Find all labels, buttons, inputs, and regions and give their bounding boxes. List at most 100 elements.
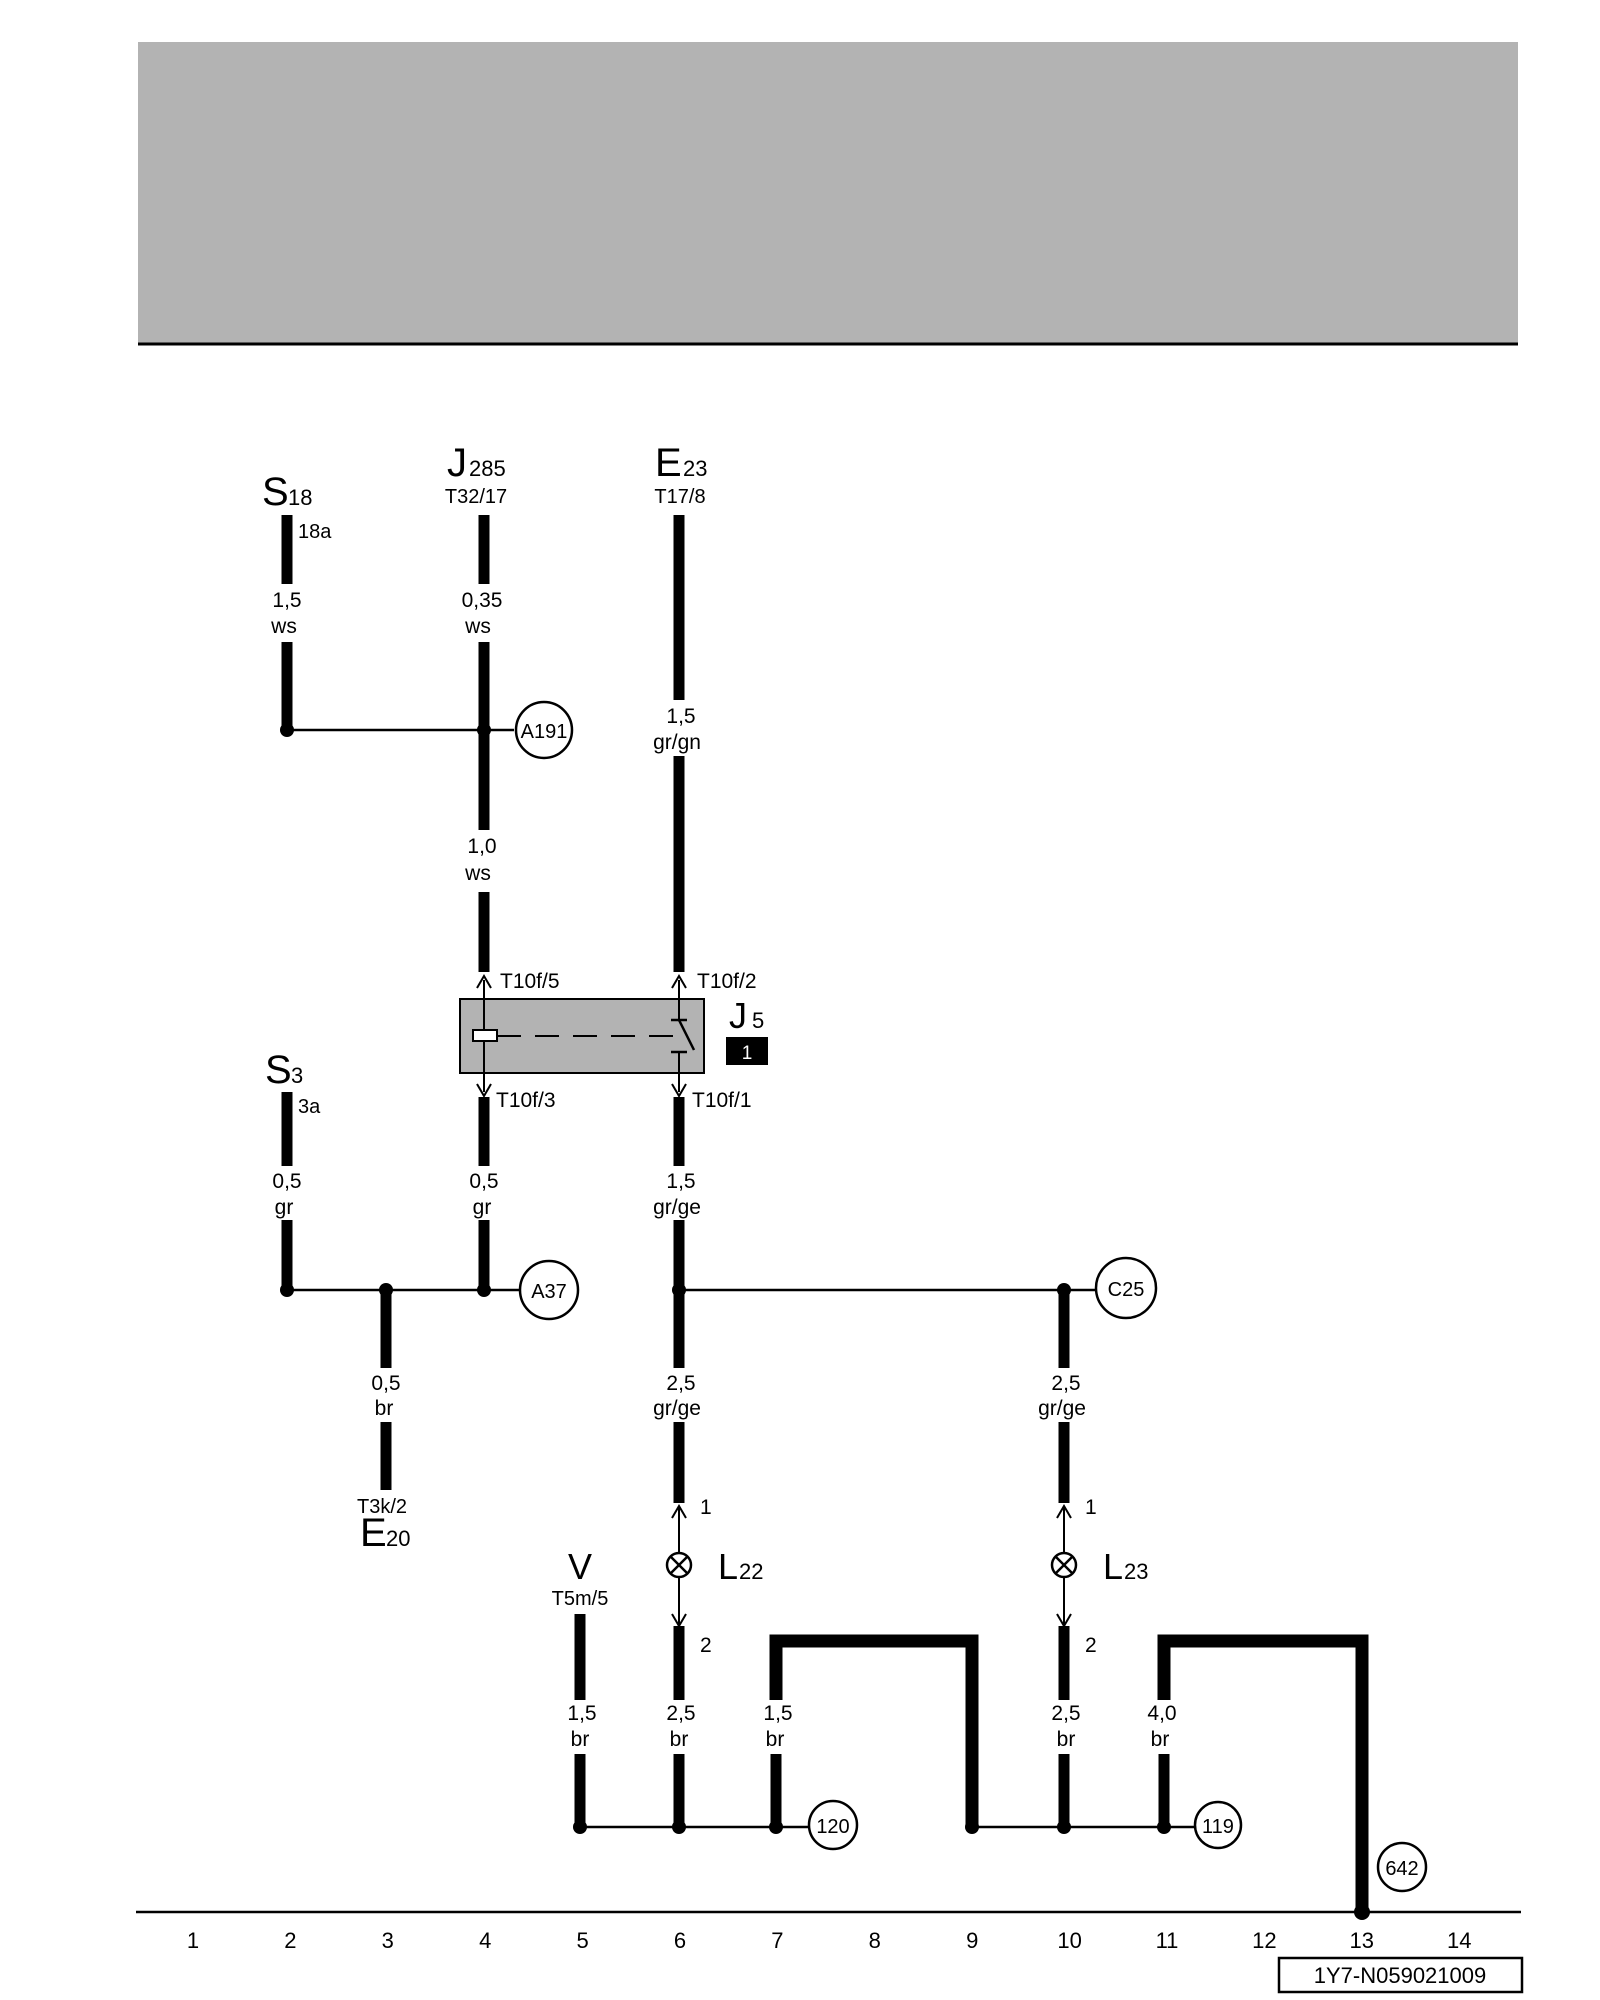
wire-size: 2,5 [1051, 1372, 1080, 1395]
svg-text:T32/17: T32/17 [445, 486, 507, 508]
svg-text:1: 1 [742, 1043, 753, 1064]
grid-number: 12 [1252, 1928, 1276, 1953]
wire-color: ws [270, 615, 297, 638]
component-E23: E 23 T17/8 [654, 441, 707, 508]
svg-text:3a: 3a [298, 1096, 321, 1118]
wire-color: gr/ge [653, 1397, 701, 1420]
wire-color: gr/gn [653, 731, 701, 754]
wire-color: br [1151, 1728, 1170, 1751]
svg-text:T17/8: T17/8 [654, 486, 705, 508]
header-band [138, 42, 1518, 344]
svg-text:S: S [265, 1048, 292, 1092]
svg-text:23: 23 [683, 456, 707, 481]
wire-ground-bridge-7-9 [769, 1634, 979, 1827]
svg-text:V: V [568, 1546, 592, 1587]
grid-number: 5 [576, 1928, 588, 1953]
wire-color: br [1057, 1728, 1076, 1751]
wire-color: br [670, 1728, 689, 1751]
footer-code: 1Y7-N059021009 [1314, 1963, 1486, 1988]
wire-size: 0,35 [462, 589, 503, 612]
wire-size: 1,5 [763, 1702, 792, 1725]
grid-number: 4 [479, 1928, 491, 1953]
svg-text:1: 1 [1085, 1496, 1097, 1519]
splice-dot [280, 723, 294, 737]
pin-label: T10f/1 [692, 1089, 752, 1112]
svg-text:T3k/2: T3k/2 [357, 1496, 407, 1518]
connector-642-label: 642 [1385, 1858, 1418, 1880]
pin-label: T10f/5 [500, 970, 560, 993]
wire-color: ws [464, 615, 491, 638]
wire-color: br [375, 1397, 394, 1420]
wire-size: 2,5 [666, 1702, 695, 1725]
grid-number: 8 [869, 1928, 881, 1953]
wire-size: 1,5 [272, 589, 301, 612]
svg-text:2: 2 [1085, 1634, 1097, 1657]
connector-642 [1376, 1841, 1428, 1893]
connector-A37 [518, 1259, 580, 1321]
wire-color: gr/ge [1038, 1397, 1086, 1420]
wire-color: ws [464, 862, 491, 885]
connector-120 [807, 1799, 859, 1851]
wire-ground-bridge-11-13 [1157, 1634, 1369, 1912]
component-V: V T5m/5 [552, 1546, 609, 1610]
splice-dot [965, 1820, 979, 1834]
lamp-L23: 1 L 23 2 [1050, 1496, 1148, 1657]
relay-coil [472, 1029, 498, 1042]
grid-number: 3 [382, 1928, 394, 1953]
component-S3: S 3 3a [265, 1048, 321, 1118]
relay-switch-arm [677, 1019, 696, 1051]
svg-text:23: 23 [1124, 1559, 1148, 1584]
svg-text:5: 5 [752, 1008, 764, 1033]
grid-number: 1 [187, 1928, 199, 1953]
component-J285: J 285 T32/17 [445, 441, 507, 508]
svg-text:T5m/5: T5m/5 [552, 1588, 609, 1610]
wire-color: br [766, 1728, 785, 1751]
svg-text:J: J [729, 995, 747, 1036]
connector-120-label: 120 [816, 1816, 849, 1838]
wire-color: gr/ge [653, 1196, 701, 1219]
wire-size: 1,5 [666, 705, 695, 728]
wire-size: 2,5 [666, 1372, 695, 1395]
svg-text:20: 20 [386, 1526, 410, 1551]
splice-dot [280, 1283, 294, 1297]
grid-number: 9 [966, 1928, 978, 1953]
splice-dot [1057, 1820, 1071, 1834]
grid-number: 10 [1057, 1928, 1081, 1953]
relay-J5-badge [726, 1037, 768, 1065]
connector-C25-label: C25 [1108, 1279, 1145, 1301]
connector-119 [1193, 1800, 1243, 1850]
wire-size: 1,5 [666, 1170, 695, 1193]
wire-size: 0,5 [469, 1170, 498, 1193]
svg-text:L: L [1103, 1546, 1123, 1587]
grid-number: 11 [1156, 1928, 1179, 1953]
connector-A191 [514, 700, 574, 760]
wire-color: gr [473, 1196, 492, 1219]
grid-number: 13 [1350, 1928, 1374, 1953]
pin-label: T10f/3 [496, 1089, 556, 1112]
svg-text:J: J [447, 441, 467, 485]
grid-number: 7 [771, 1928, 783, 1953]
svg-text:E: E [360, 1511, 387, 1555]
svg-text:E: E [655, 441, 682, 485]
footer-code-box [1277, 1956, 1524, 1994]
svg-text:3: 3 [291, 1063, 303, 1088]
wire-size: 2,5 [1051, 1702, 1080, 1725]
connector-119-label: 119 [1202, 1816, 1234, 1838]
svg-text:S: S [262, 470, 289, 514]
svg-text:L: L [718, 1546, 738, 1587]
splice-dot [573, 1820, 587, 1834]
grid-number: 6 [674, 1928, 686, 1953]
wire-size: 1,5 [567, 1702, 596, 1725]
grid-number: 14 [1447, 1928, 1471, 1953]
grid-number: 2 [284, 1928, 296, 1953]
wire-color: gr [275, 1196, 294, 1219]
splice-dot [672, 1820, 686, 1834]
connector-A37-label: A37 [531, 1281, 567, 1303]
pin-label: T10f/2 [697, 970, 757, 993]
svg-text:18a: 18a [298, 521, 332, 543]
wire-color: br [571, 1728, 590, 1751]
svg-text:1: 1 [700, 1496, 712, 1519]
connector-C25 [1094, 1256, 1158, 1320]
